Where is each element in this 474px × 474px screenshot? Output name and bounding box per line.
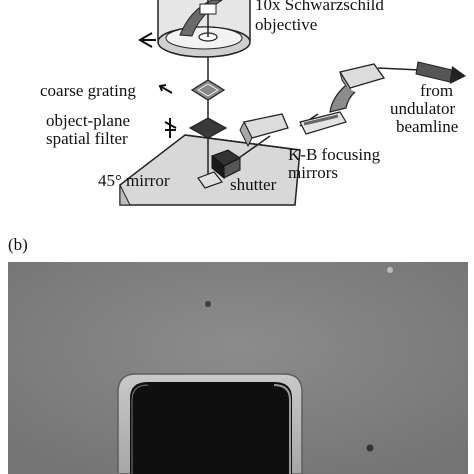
45-degree-mirror	[197, 171, 223, 189]
spatial-filter-label-line1: object-plane	[46, 111, 131, 130]
micrograph-image	[8, 262, 468, 474]
object-plane-spatial-filter	[164, 117, 228, 139]
source-arrow	[415, 61, 466, 84]
shutter	[211, 149, 241, 180]
kb-mirror-2	[239, 111, 347, 148]
spatial-filter-label-line2: spatial filter	[46, 129, 128, 148]
shutter-label: shutter	[230, 175, 277, 194]
source-label-line1: from	[420, 81, 454, 100]
objective-label-line2: objective	[255, 15, 318, 34]
source-label-line3: beamline	[396, 117, 459, 136]
source-label-line2: undulator	[390, 99, 456, 118]
coarse-grating	[158, 79, 226, 101]
panel-b-label: (b)	[8, 235, 28, 254]
coarse-grating-label: coarse grating	[40, 81, 136, 100]
schwarzschild-objective	[157, 0, 251, 58]
kb-mirrors-label-line1: K-B focusing	[288, 145, 381, 164]
objective-label-line1: 10x Schwarzschild	[255, 0, 384, 14]
sample-stage	[119, 134, 301, 206]
panel-b-micrograph	[8, 262, 468, 474]
panel-a-schematic	[119, 0, 466, 206]
kb-mirrors-label-line2: mirrors	[288, 163, 339, 182]
kb-mirror-1	[329, 63, 386, 113]
objective-motion-arrows	[138, 32, 156, 48]
mirror-label: 45° mirror	[98, 171, 170, 190]
